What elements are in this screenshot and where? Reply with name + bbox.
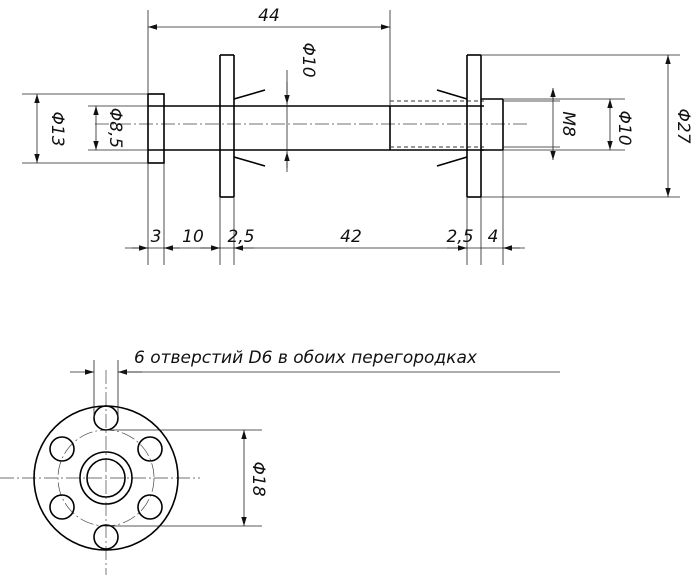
dim-flange-right-label: 2,5 (446, 227, 473, 247)
dim-hub-diameter: Φ10 (503, 98, 634, 151)
dim-sleeve-id: Φ8,5 (88, 105, 148, 151)
hole (93, 524, 119, 550)
dim-hole-circle-label: Φ18 (248, 461, 268, 496)
right-flange (436, 54, 482, 198)
dim-hub-length-label: 4 (488, 227, 499, 247)
dim-thread-label: M8 (558, 111, 578, 137)
hole (49, 436, 75, 462)
dim-chain: 3 10 2,5 42 2,5 4 (125, 150, 525, 265)
dim-collar-label: 3 (151, 227, 162, 247)
left-flange (219, 54, 266, 198)
dim-hole-size: 6 отверстий D6 в обоих перегородках (70, 348, 560, 418)
dim-hole-circle: Φ18 (106, 429, 268, 527)
hub-outer-circle (79, 451, 133, 505)
dim-hub-diameter-label: Φ10 (614, 110, 634, 145)
dim-overall-length-label: 44 (258, 6, 280, 26)
dim-thread: M8 (503, 88, 578, 160)
end-view: 6 отверстий D6 в обоих перегородках Φ18 (0, 348, 560, 575)
dim-flange-diameter-label: Φ27 (673, 108, 693, 143)
side-view: 44 Φ10 Φ13 Φ8,5 M8 (22, 6, 693, 265)
dim-sleeve-od: Φ13 (22, 93, 148, 164)
hole (137, 494, 163, 520)
dim-flange-left-label: 2,5 (227, 227, 254, 247)
dim-between-label: 42 (340, 227, 362, 247)
hole (49, 494, 75, 520)
dim-sleeve-id-label: Φ8,5 (105, 108, 125, 148)
dim-overall-length: 44 (147, 6, 391, 106)
dim-flange-bore-label: Φ10 (298, 42, 318, 77)
hub-inner-circle (86, 458, 126, 498)
left-collar (147, 93, 165, 164)
right-hub (481, 98, 504, 151)
hole-note: 6 отверстий D6 в обоих перегородках (134, 348, 478, 368)
dim-flange-bore: Φ10 (284, 42, 318, 172)
dim-sleeve-od-label: Φ13 (47, 111, 67, 146)
hole (137, 436, 163, 462)
dim-seg10-label: 10 (182, 227, 204, 247)
dim-flange-diameter: Φ27 (481, 54, 693, 198)
